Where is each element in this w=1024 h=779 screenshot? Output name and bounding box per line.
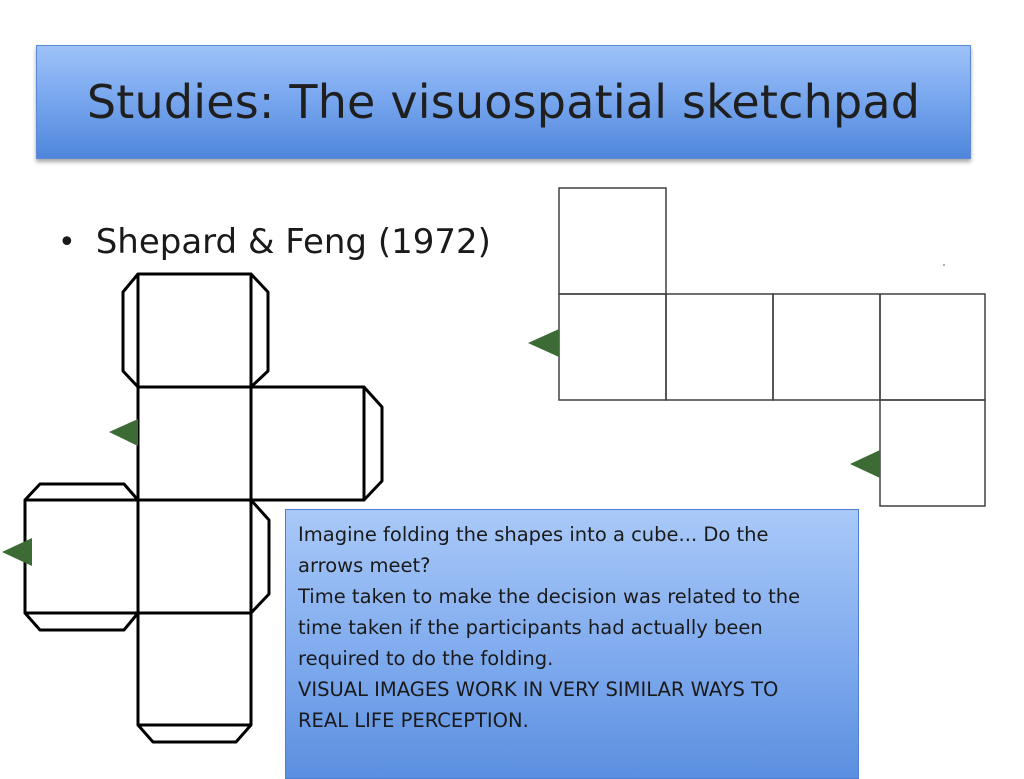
net-right-square-4 (879, 293, 986, 401)
tab-left-top (23, 482, 140, 502)
arrow-left-net-upper-icon (109, 419, 138, 446)
note-line-3: Time taken to make the decision was rela… (298, 585, 801, 608)
net-left-square-3 (136, 498, 253, 615)
note-line-4: time taken if the participants had actua… (298, 616, 763, 639)
tab-left-bottom (23, 612, 140, 632)
net-left-square-2 (136, 385, 253, 502)
tab-bottom (136, 724, 253, 744)
note-box: Imagine folding the shapes into a cube..… (285, 509, 859, 779)
net-right-square-1 (558, 293, 667, 401)
net-left-square-left (23, 498, 140, 615)
net-left-square-4 (136, 611, 253, 727)
arrow-left-net-lower-icon (2, 538, 32, 566)
note-line-1: Imagine folding the shapes into a cube..… (298, 523, 769, 546)
stray-dot (943, 264, 945, 266)
net-left-square-right (249, 385, 366, 502)
bullet-item: • Shepard & Feng (1972) (58, 222, 491, 262)
net-left-square-1 (136, 272, 253, 389)
net-right-square-top (558, 187, 667, 295)
net-right-square-2 (665, 293, 774, 401)
net-right-square-3 (772, 293, 881, 401)
cube-net-right (558, 187, 986, 507)
note-line-2: arrows meet? (298, 554, 431, 577)
bullet-dot-icon: • (58, 224, 76, 260)
slide-title: Studies: The visuospatial sketchpad (86, 75, 921, 129)
tab-right-square (362, 385, 384, 502)
arrow-right-net-upper-icon (528, 329, 559, 357)
net-right-square-bottom (879, 399, 986, 507)
slide-title-bar: Studies: The visuospatial sketchpad (36, 45, 971, 159)
note-line-6: VISUAL IMAGES WORK IN VERY SIMILAR WAYS … (298, 678, 779, 701)
tab-mid-right (249, 498, 271, 615)
tab-top-right (249, 272, 270, 389)
arrow-markers (2, 329, 880, 566)
tab-top-left (121, 273, 140, 389)
note-line-7: REAL LIFE PERCEPTION. (298, 709, 529, 732)
bullet-text: Shepard & Feng (1972) (95, 222, 491, 262)
note-line-5: required to do the folding. (298, 647, 554, 670)
arrow-right-net-lower-icon (850, 450, 880, 478)
